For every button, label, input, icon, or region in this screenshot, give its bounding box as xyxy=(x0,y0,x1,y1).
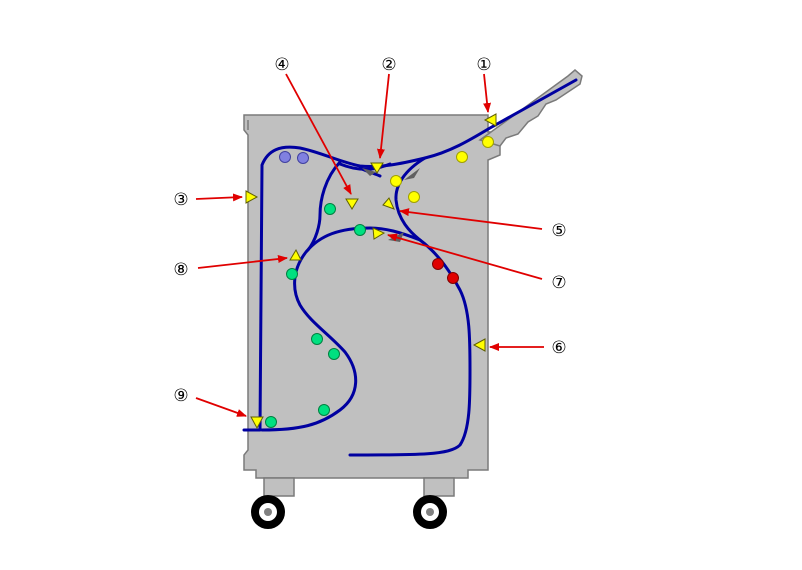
callout-label-5: ⑤ xyxy=(551,221,566,241)
roller-purple-2 xyxy=(297,152,309,164)
arrow-9 xyxy=(195,397,247,417)
roller-green-2 xyxy=(354,224,366,236)
caster-wheel-left xyxy=(251,495,285,529)
sensor-5 xyxy=(382,197,395,210)
callout-label-1: ① xyxy=(476,55,491,75)
arrow-4 xyxy=(285,73,352,195)
callout-label-2: ② xyxy=(381,55,396,75)
roller-purple-1 xyxy=(279,151,291,163)
sensor-markers xyxy=(245,113,497,430)
exit-tray xyxy=(478,69,583,147)
sensor-9 xyxy=(250,416,264,430)
sensor-7 xyxy=(372,227,386,240)
roller-yellow-2 xyxy=(456,151,468,163)
arrow-8 xyxy=(197,255,288,269)
arrow-7 xyxy=(387,233,543,280)
caster-mount-right xyxy=(423,477,455,497)
gate-flap-upper-right xyxy=(404,168,420,180)
sensor-3 xyxy=(245,190,259,204)
roller-red-1 xyxy=(432,258,444,270)
roller-green-5 xyxy=(328,348,340,360)
roller-red-2 xyxy=(447,272,459,284)
callout-label-6: ⑥ xyxy=(551,338,566,358)
roller-yellow-1 xyxy=(482,136,494,148)
arrow-2 xyxy=(376,73,390,159)
roller-green-3 xyxy=(286,268,298,280)
sensor-6 xyxy=(472,338,486,352)
sensor-1 xyxy=(483,113,497,127)
callout-label-4: ④ xyxy=(274,55,289,75)
sensor-8 xyxy=(289,248,302,261)
caster-mount-left xyxy=(263,477,295,497)
callout-label-7: ⑦ xyxy=(551,273,566,293)
gate-flap-upper-left xyxy=(362,168,376,176)
roller-green-6 xyxy=(318,404,330,416)
callout-label-8: ⑧ xyxy=(173,260,188,280)
roller-green-4 xyxy=(311,333,323,345)
arrow-5 xyxy=(399,208,543,230)
callout-label-3: ③ xyxy=(173,190,188,210)
roller-green-7 xyxy=(265,416,277,428)
sensor-4 xyxy=(345,198,359,210)
roller-green-1 xyxy=(324,203,336,215)
roller-yellow-4 xyxy=(408,191,420,203)
caster-wheel-right xyxy=(413,495,447,529)
roller-yellow-3 xyxy=(390,175,402,187)
arrow-3 xyxy=(195,193,243,202)
sensor-2 xyxy=(370,162,384,174)
callout-arrows xyxy=(195,73,544,417)
callout-label-9: ⑨ xyxy=(173,386,188,406)
arrow-1 xyxy=(483,73,492,113)
